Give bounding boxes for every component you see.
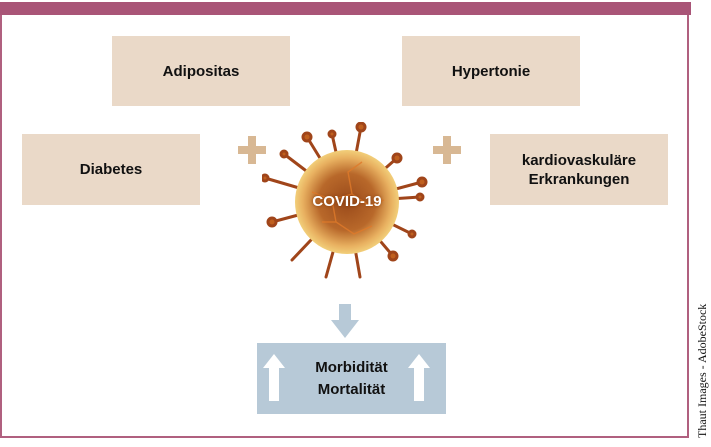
image-credit: Thaut Images - AdobeStock xyxy=(695,303,709,438)
risk-factor-diabetes: Diabetes xyxy=(22,134,200,205)
down-arrow-icon xyxy=(331,304,359,338)
risk-factor-label: Adipositas xyxy=(162,62,240,80)
risk-factor-label-line2: Erkrankungen xyxy=(528,170,630,188)
risk-factor-hypertonie: Hypertonie xyxy=(402,36,580,106)
risk-factor-label: Diabetes xyxy=(79,161,143,178)
outcome-morbiditaet: Morbidität xyxy=(315,358,388,376)
diagram-frame xyxy=(0,2,689,438)
up-arrow-icon xyxy=(263,354,285,401)
covid-label: COVID-19 xyxy=(312,193,382,210)
plus-icon xyxy=(238,136,266,164)
header-bar xyxy=(0,2,691,15)
outcome-mortalitaet: Mortalität xyxy=(317,380,386,398)
risk-factor-label-line1: kardiovaskuläre xyxy=(521,151,637,169)
virus-icon xyxy=(262,122,428,279)
risk-factor-label: Hypertonie xyxy=(451,62,531,80)
plus-icon xyxy=(433,136,461,164)
risk-factor-kardiovaskulaer: kardiovaskuläre Erkrankungen xyxy=(490,134,668,205)
up-arrow-icon xyxy=(408,354,430,401)
risk-factor-adipositas: Adipositas xyxy=(112,36,290,106)
